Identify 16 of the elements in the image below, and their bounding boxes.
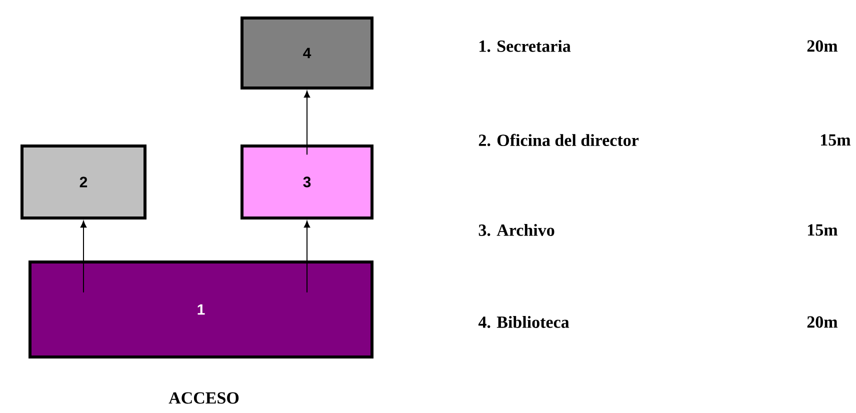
room-name: 4. Biblioteca	[478, 316, 570, 328]
room-box: 1	[28, 260, 374, 358]
room-name: 3. Archivo	[478, 224, 554, 236]
arrow	[304, 220, 310, 293]
room-box: 4	[240, 16, 374, 90]
room-name: 1. Secretaria	[480, 40, 571, 52]
entrance-label: ACCESO	[168, 392, 239, 404]
area-value: 20m	[807, 40, 838, 52]
area-value: 20m	[807, 316, 838, 328]
room-name: 2. Oficina del director	[478, 134, 639, 146]
arrow	[80, 220, 87, 293]
arrow	[304, 90, 310, 156]
area-value: 15m	[821, 134, 850, 146]
area-value: 15m	[808, 224, 838, 236]
room-box: 3	[240, 144, 374, 220]
room-box: 2	[20, 144, 146, 220]
